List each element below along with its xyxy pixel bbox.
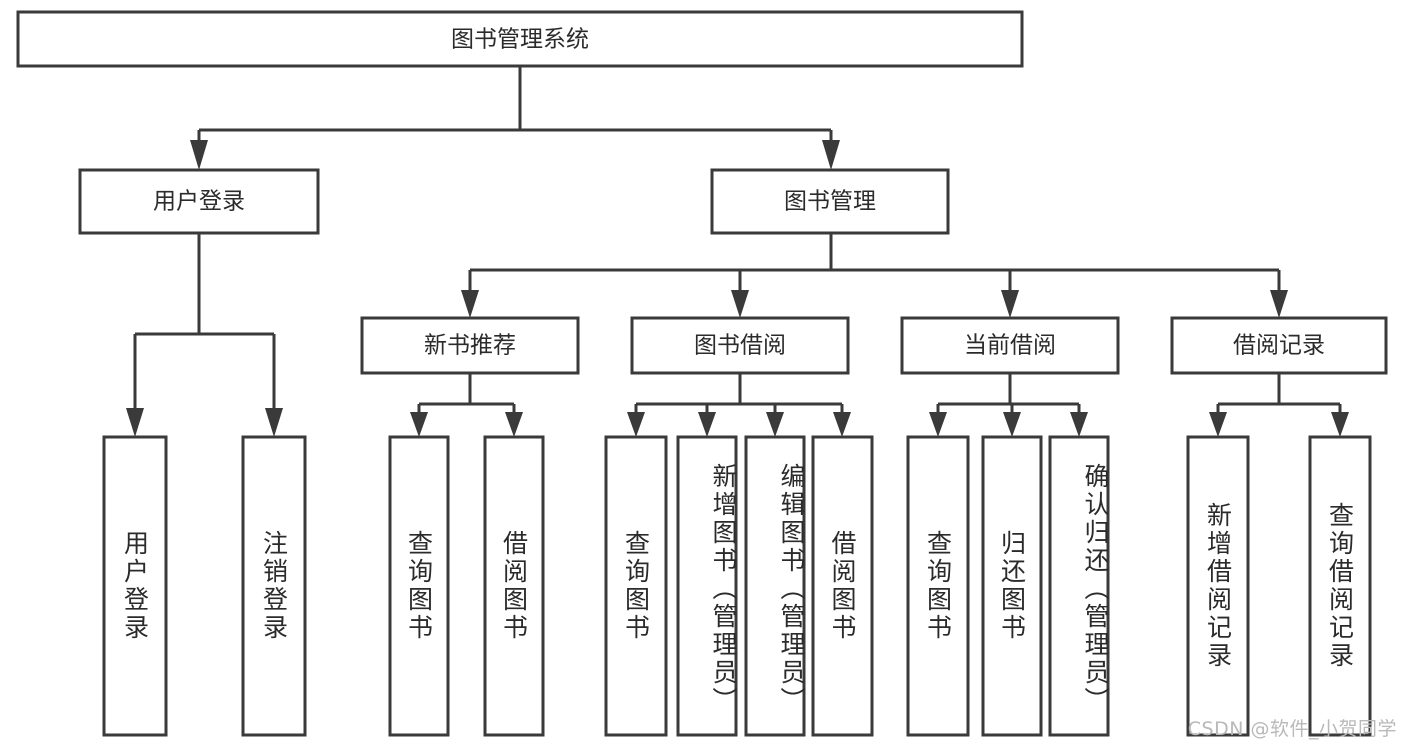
arrow-head-borrow-record xyxy=(1270,290,1288,318)
connector-group-book-manage xyxy=(461,233,1288,318)
arrow-head-leaf-add-record xyxy=(1209,412,1227,437)
connector-group-current-borrow xyxy=(929,373,1088,437)
connector-group-new-book-rec xyxy=(410,373,523,437)
node-leaf-edit-book-box[interactable] xyxy=(744,435,806,737)
node-root[interactable]: 图书管理系统 xyxy=(16,10,1024,68)
node-new-book-rec[interactable]: 新书推荐 xyxy=(360,316,580,375)
node-book-borrow-box[interactable] xyxy=(630,316,850,375)
node-book-borrow-label: 图书借阅 xyxy=(694,333,786,359)
node-borrow-record-label: 借阅记录 xyxy=(1233,333,1325,359)
node-borrow-record-box[interactable] xyxy=(1170,316,1388,375)
arrow-head-leaf-add-book xyxy=(698,412,716,437)
node-user-login[interactable]: 用户登录 xyxy=(78,168,320,235)
arrow-head-leaf-borrow-book-2 xyxy=(833,412,851,437)
arrow-head-user-login xyxy=(190,140,208,170)
node-new-book-rec-label: 新书推荐 xyxy=(424,333,516,359)
arrow-head-leaf-confirm-return xyxy=(1070,412,1088,437)
arrow-head-leaf-query-book-1 xyxy=(410,412,428,437)
node-book-manage-label: 图书管理 xyxy=(784,189,876,215)
arrow-head-leaf-borrow-book-1 xyxy=(505,412,523,437)
node-leaf-user-logout-box[interactable] xyxy=(241,435,307,737)
connector-group-root xyxy=(190,66,840,170)
node-leaf-borrow-book-2-box[interactable] xyxy=(811,435,874,737)
arrow-head-leaf-query-book-2 xyxy=(627,412,645,437)
arrow-head-leaf-user-login xyxy=(126,408,144,437)
arrow-head-book-borrow xyxy=(731,290,749,318)
node-borrow-record[interactable]: 借阅记录 xyxy=(1170,316,1388,375)
arrow-head-leaf-query-record xyxy=(1331,412,1349,437)
node-leaf-user-login-box[interactable] xyxy=(102,435,168,737)
node-root-label: 图书管理系统 xyxy=(451,27,589,53)
node-leaf-borrow-book-1-box[interactable] xyxy=(483,435,545,737)
node-book-manage-box[interactable] xyxy=(710,168,950,235)
node-leaf-confirm-return-box[interactable] xyxy=(1048,435,1110,737)
node-book-borrow[interactable]: 图书借阅 xyxy=(630,316,850,375)
node-leaf-query-book-2-box[interactable] xyxy=(604,435,668,737)
node-current-borrow-box[interactable] xyxy=(900,316,1120,375)
node-new-book-rec-box[interactable] xyxy=(360,316,580,375)
node-user-login-box[interactable] xyxy=(78,168,320,235)
arrow-head-new-book-rec xyxy=(461,290,479,318)
node-book-manage[interactable]: 图书管理 xyxy=(710,168,950,235)
arrow-head-leaf-return-book xyxy=(1003,412,1021,437)
node-leaf-query-book-1-box[interactable] xyxy=(388,435,450,737)
node-leaf-query-record-box[interactable] xyxy=(1308,435,1372,737)
node-leaf-add-book-box[interactable] xyxy=(676,435,738,737)
csdn-watermark: CSDN @软件_小贺同学 xyxy=(1187,718,1397,740)
connector-group-user-login xyxy=(126,233,283,437)
node-current-borrow-label: 当前借阅 xyxy=(964,333,1056,359)
node-leaf-query-book-3-box[interactable] xyxy=(906,435,970,737)
node-root-box[interactable] xyxy=(16,10,1024,68)
arrow-head-leaf-edit-book xyxy=(766,412,784,437)
node-current-borrow[interactable]: 当前借阅 xyxy=(900,316,1120,375)
arrow-head-leaf-query-book-3 xyxy=(929,412,947,437)
node-leaf-add-record-box[interactable] xyxy=(1186,435,1250,737)
connector-group-borrow-record xyxy=(1209,373,1349,437)
arrow-head-leaf-user-logout xyxy=(265,408,283,437)
arrow-head-current-borrow xyxy=(1001,290,1019,318)
node-user-login-label: 用户登录 xyxy=(153,189,245,215)
connector-group-book-borrow xyxy=(627,373,851,437)
node-leaf-return-book-box[interactable] xyxy=(981,435,1043,737)
arrow-head-book-manage xyxy=(822,140,840,170)
